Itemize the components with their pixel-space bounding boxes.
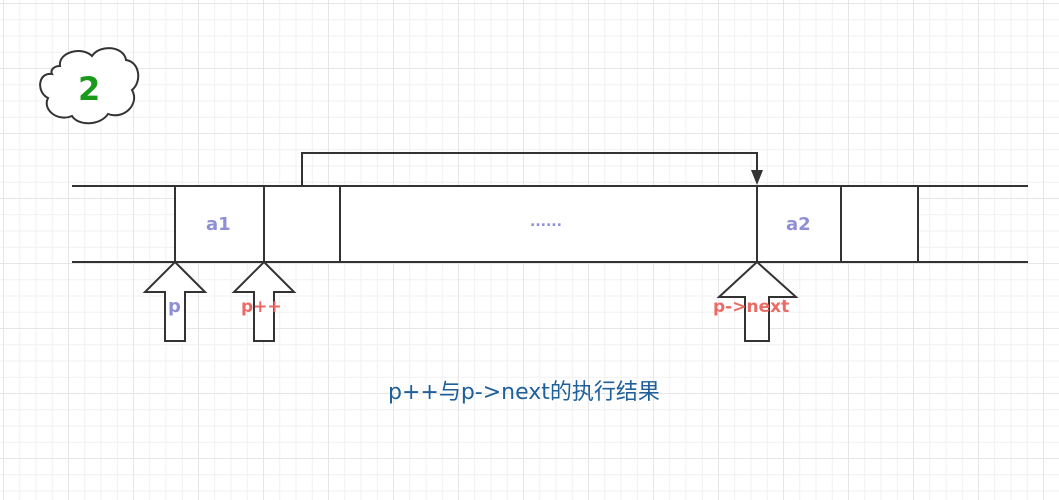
- step-number-badge: 2: [78, 70, 101, 108]
- pointer-arrow-p-inc: [231, 260, 297, 342]
- diagram-caption: p++与p->next的执行结果: [388, 380, 660, 405]
- pointer-label-p-inc: p++: [241, 297, 282, 317]
- cell-label-ellipsis: ......: [530, 214, 562, 230]
- next-link-arrowhead-icon: [751, 170, 763, 185]
- pointer-arrow-p-next: [716, 260, 799, 342]
- next-link-connector: [301, 152, 758, 186]
- cell-label-a1: a1: [206, 214, 231, 235]
- cell-label-a2: a2: [786, 214, 811, 235]
- memory-block-bg: [175, 186, 918, 262]
- pointer-label-p: p: [168, 296, 181, 317]
- pointer-arrow-p: [142, 260, 208, 342]
- pointer-label-p-next: p->next: [713, 297, 790, 317]
- cloud-shape: [39, 47, 140, 125]
